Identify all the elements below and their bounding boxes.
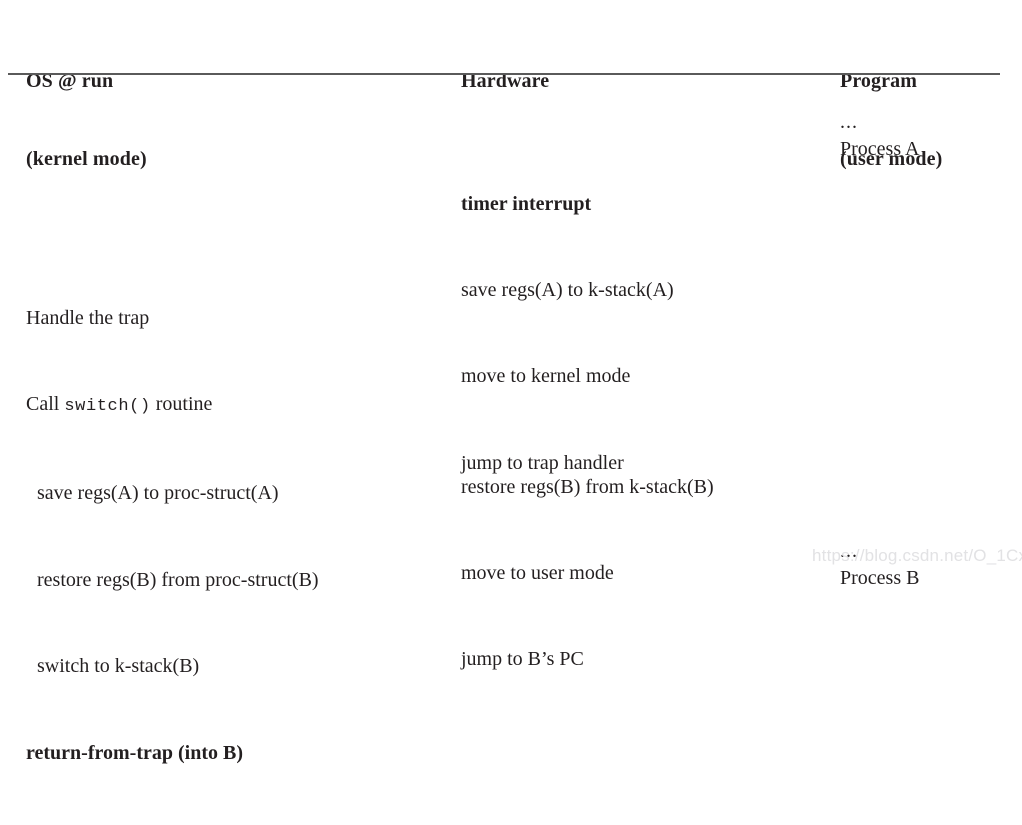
program-process-a-block: Process A [840,77,919,221]
hardware-line-timer-interrupt: timer interrupt [461,192,592,215]
column-header-program: Program (user mode) [840,16,942,224]
os-line-return-from-trap: return-from-trap (into B) [26,741,243,764]
hardware-line-jump-b-pc: jump to B’s PC [461,648,584,671]
column-header-program-line1: Program [840,70,917,92]
os-line-call-switch: Call switch() routine [26,390,319,422]
column-header-program-line2: (user mode) [840,148,943,170]
os-line-save-regs-a: save regs(A) to proc-struct(A) [37,482,279,505]
column-header-os: OS @ run (kernel mode) [26,16,147,224]
header-divider-rule [8,73,1000,75]
hardware-bottom-block: restore regs(B) from k-stack(B) move to … [461,415,714,732]
hardware-top-block: timer interrupt save regs(A) to k-stack(… [461,132,674,535]
os-call-suffix: routine [150,392,213,415]
column-header-hardware-line1: Hardware [461,70,550,92]
hardware-line-jump-trap-handler: jump to trap handler [461,451,624,474]
os-line-switch-kstack-b: switch to k-stack(B) [37,655,200,678]
os-call-code: switch() [64,396,151,416]
column-header-os-line1: OS @ run [26,70,114,92]
program-process-b-ellipsis: ... [840,540,858,562]
program-process-a-ellipsis: ... [840,111,858,133]
os-call-prefix: Call [26,392,65,415]
hardware-line-save-regs-a: save regs(A) to k-stack(A) [461,278,674,301]
hardware-line-move-kernel-mode: move to kernel mode [461,365,631,388]
column-header-hardware: Hardware [461,16,549,146]
os-line-handle-trap: Handle the trap [26,306,150,329]
os-main-block: Handle the trap Call switch() routine sa… [26,246,319,825]
hardware-line-move-user-mode: move to user mode [461,561,614,584]
watermark-text: https://blog.csdn.net/O_1CxH [812,546,1022,565]
os-line-restore-regs-b: restore regs(B) from proc-struct(B) [37,568,319,591]
hardware-line-restore-regs-b: restore regs(B) from k-stack(B) [461,475,714,498]
program-process-a-label: Process A [840,137,920,160]
column-header-os-line2: (kernel mode) [26,148,147,170]
context-switch-diagram: OS @ run (kernel mode) Hardware Program … [8,16,1022,764]
